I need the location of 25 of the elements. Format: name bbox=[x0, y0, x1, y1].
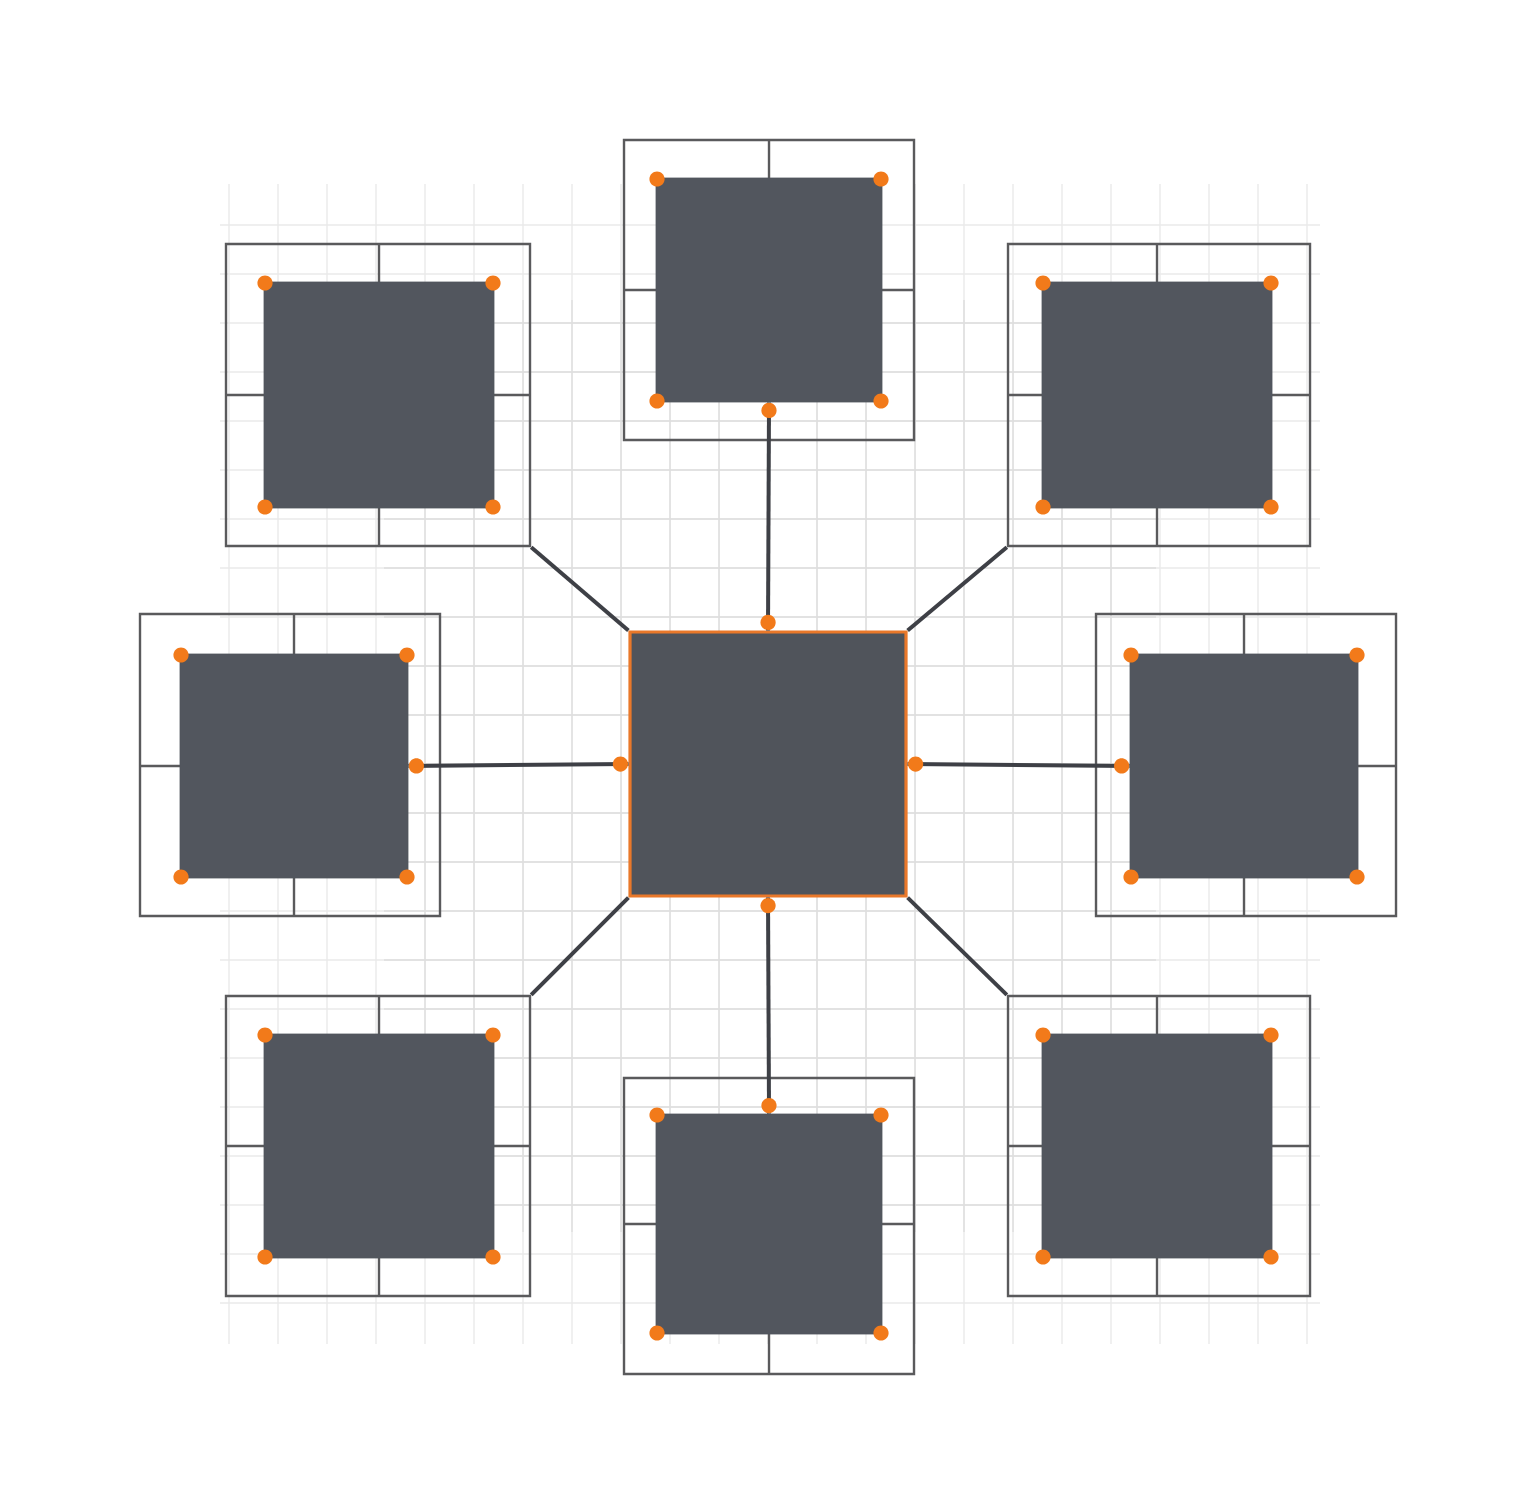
frame-box bbox=[1006, 994, 1312, 1298]
connector-line bbox=[529, 545, 630, 632]
connector-line bbox=[906, 545, 1009, 632]
square-tile bbox=[1041, 281, 1273, 509]
square-tile bbox=[655, 1113, 883, 1335]
connector-line bbox=[760, 402, 777, 631]
connector-line bbox=[408, 756, 629, 774]
frame-box bbox=[138, 612, 442, 918]
frame-box bbox=[224, 242, 532, 548]
square-tile bbox=[1041, 1033, 1273, 1259]
square-tile bbox=[179, 653, 409, 879]
square-tile bbox=[263, 1033, 495, 1259]
square-tile bbox=[263, 281, 495, 509]
hub-square bbox=[628, 630, 908, 898]
connector-line bbox=[529, 896, 630, 997]
frame-box bbox=[622, 1076, 916, 1376]
connector-line bbox=[907, 756, 1130, 774]
square-tile bbox=[1129, 653, 1359, 879]
frame-box bbox=[622, 138, 916, 442]
frame-box bbox=[1094, 612, 1398, 918]
frame-box bbox=[1006, 242, 1312, 548]
connector-line bbox=[760, 897, 777, 1114]
connector-line bbox=[906, 896, 1009, 997]
frame-box bbox=[224, 994, 532, 1298]
square-tile bbox=[655, 177, 883, 403]
